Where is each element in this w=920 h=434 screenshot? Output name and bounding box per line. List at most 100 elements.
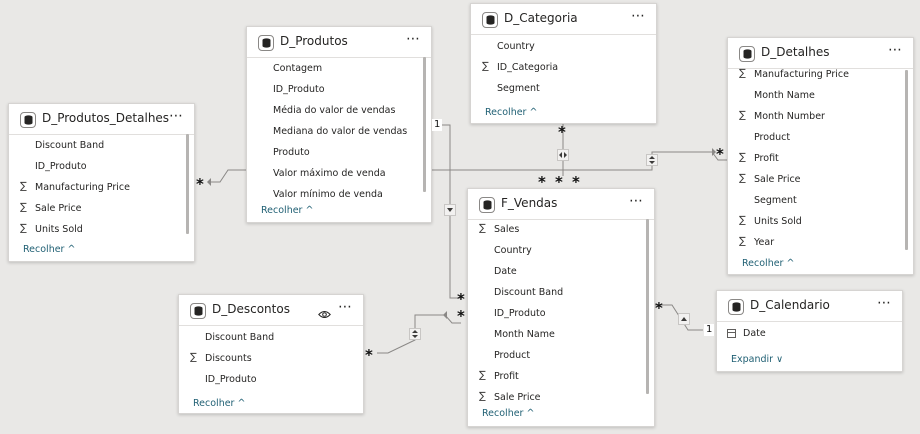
table-title: D_Categoria <box>504 11 578 25</box>
rel-line-produtos-detalhes <box>209 169 246 183</box>
filter-direction-up-icon[interactable] <box>678 313 690 325</box>
collapse-link[interactable]: Recolher ^ <box>485 107 538 118</box>
more-options-icon[interactable]: ⋯ <box>877 295 892 311</box>
field-list: ∑Manufacturing Price Month Name ∑Month N… <box>728 65 901 254</box>
field-list: Contagem ID_Produto Média do valor de ve… <box>247 59 419 206</box>
expand-link[interactable]: Expandir ∨ <box>731 354 784 365</box>
field-row[interactable]: ∑Manufacturing Price <box>739 68 849 80</box>
table-header: D_Descontos ⋯ <box>179 295 363 326</box>
table-d-calendario[interactable]: D_Calendario ⋯ Date Expandir ∨ <box>716 290 903 372</box>
sum-icon: ∑ <box>479 391 486 402</box>
field-row[interactable]: Valor máximo de venda <box>273 168 386 179</box>
rel-line-descontos-vendas <box>377 314 461 354</box>
table-d-detalhes[interactable]: D_Detalhes ⋯ ∑Manufacturing Price Month … <box>727 37 914 275</box>
field-row[interactable]: Produto <box>273 147 310 158</box>
field-row[interactable]: Country <box>497 41 535 52</box>
field-row[interactable]: ∑Sale Price <box>20 202 82 214</box>
field-row[interactable]: Month Name <box>754 90 815 101</box>
field-row[interactable]: Discount Band <box>205 332 275 343</box>
field-row[interactable]: ID_Produto <box>273 84 325 95</box>
bidirectional-filter-icon[interactable] <box>557 149 569 161</box>
more-options-icon[interactable]: ⋯ <box>631 8 646 24</box>
field-row[interactable]: ∑Units Sold <box>20 223 83 235</box>
field-row[interactable]: ∑Units Sold <box>739 215 802 227</box>
collapse-link[interactable]: Recolher ^ <box>742 258 795 269</box>
field-row[interactable]: Discount Band <box>35 140 105 151</box>
field-row[interactable]: ∑Sales <box>479 223 520 235</box>
field-row[interactable]: ∑Profit <box>479 370 519 382</box>
field-row[interactable]: ∑Discounts <box>190 352 252 364</box>
table-title: D_Calendario <box>750 298 830 312</box>
sum-icon: ∑ <box>482 61 489 72</box>
collapse-link[interactable]: Recolher ^ <box>482 408 535 419</box>
cardinality-one-produtos: 1 <box>432 119 443 131</box>
chevron-up-icon: ^ <box>237 398 246 409</box>
field-row[interactable]: Date <box>494 266 517 277</box>
filter-direction-down-icon[interactable] <box>444 204 456 216</box>
sum-icon: ∑ <box>739 236 746 247</box>
scrollbar[interactable] <box>186 134 189 234</box>
collapse-link[interactable]: Recolher ^ <box>193 398 246 409</box>
table-d-produtos-detalhes[interactable]: D_Produtos_Detalhes ⋯ Discount Band ID_P… <box>8 103 195 262</box>
rel-arrow-produtos-detalhes <box>207 178 211 186</box>
cardinality-many-detalhes: * <box>716 145 724 163</box>
table-title: D_Produtos <box>280 34 348 48</box>
more-options-icon[interactable]: ⋯ <box>338 299 353 315</box>
field-row[interactable]: ∑Profit <box>739 152 779 164</box>
field-row[interactable]: ∑Year <box>739 236 775 248</box>
database-icon <box>190 303 206 319</box>
bidirectional-filter-icon[interactable] <box>646 154 658 166</box>
cardinality-many-descontos: * <box>365 346 373 364</box>
scrollbar[interactable] <box>423 57 426 192</box>
database-icon <box>739 46 755 62</box>
cardinality-many-vendas-left-2: * <box>457 307 465 325</box>
cardinality-many-vendas-right: * <box>655 299 663 317</box>
more-options-icon[interactable]: ⋯ <box>888 42 903 58</box>
table-header: F_Vendas ⋯ <box>468 189 654 220</box>
field-row[interactable]: Date <box>717 324 890 345</box>
field-row[interactable]: ID_Produto <box>35 161 87 172</box>
sum-icon: ∑ <box>739 173 746 184</box>
bidirectional-filter-icon[interactable] <box>409 328 421 340</box>
chevron-up-icon: ^ <box>526 408 535 419</box>
field-list: Country ∑ID_Categoria Segment <box>471 37 644 100</box>
field-row[interactable]: Product <box>754 132 791 143</box>
field-row[interactable]: ∑Sale Price <box>479 391 541 403</box>
field-row[interactable]: Média do valor de vendas <box>273 105 396 116</box>
database-icon <box>20 112 36 128</box>
table-d-categoria[interactable]: D_Categoria ⋯ Country ∑ID_Categoria Segm… <box>470 3 657 124</box>
more-options-icon[interactable]: ⋯ <box>406 31 421 47</box>
eye-icon[interactable] <box>318 304 331 323</box>
collapse-link[interactable]: Recolher ^ <box>23 244 76 255</box>
cardinality-many-categoria: * <box>558 123 566 141</box>
cardinality-one-calendario: 1 <box>704 324 715 336</box>
field-row[interactable]: Discount Band <box>494 287 564 298</box>
field-row[interactable]: Country <box>494 245 532 256</box>
scrollbar[interactable] <box>905 70 908 250</box>
collapse-link[interactable]: Recolher ^ <box>261 205 314 216</box>
field-row[interactable]: ∑Sale Price <box>739 173 801 185</box>
field-row[interactable]: Valor mínimo de venda <box>273 189 383 200</box>
field-row[interactable]: ID_Produto <box>205 374 257 385</box>
more-options-icon[interactable]: ⋯ <box>169 108 184 124</box>
field-row[interactable]: Segment <box>497 83 540 94</box>
field-row[interactable]: ∑Month Number <box>739 110 825 122</box>
table-d-produtos[interactable]: D_Produtos ⋯ Contagem ID_Produto Média d… <box>246 26 432 223</box>
field-list: ∑Sales Country Date Discount Band ID_Pro… <box>468 220 642 409</box>
table-header: D_Detalhes ⋯ <box>728 38 913 69</box>
field-row[interactable]: ∑ID_Categoria <box>482 61 559 73</box>
table-header: D_Produtos ⋯ <box>247 27 431 58</box>
table-f-vendas[interactable]: F_Vendas ⋯ ∑Sales Country Date Discount … <box>467 188 655 427</box>
field-row[interactable]: Month Name <box>494 329 555 340</box>
field-row[interactable]: ∑Manufacturing Price <box>20 181 130 193</box>
table-header: D_Categoria ⋯ <box>471 4 656 35</box>
field-row[interactable]: Mediana do valor de vendas <box>273 126 408 137</box>
scrollbar[interactable] <box>646 219 649 394</box>
more-options-icon[interactable]: ⋯ <box>629 193 644 209</box>
field-row[interactable]: Segment <box>754 195 797 206</box>
field-row[interactable]: ID_Produto <box>494 308 546 319</box>
table-d-descontos[interactable]: D_Descontos ⋯ Discount Band ∑Discounts I… <box>178 294 364 414</box>
cardinality-many-vendas-1: * <box>538 173 546 191</box>
field-row[interactable]: Contagem <box>273 63 323 74</box>
field-row[interactable]: Product <box>494 350 531 361</box>
